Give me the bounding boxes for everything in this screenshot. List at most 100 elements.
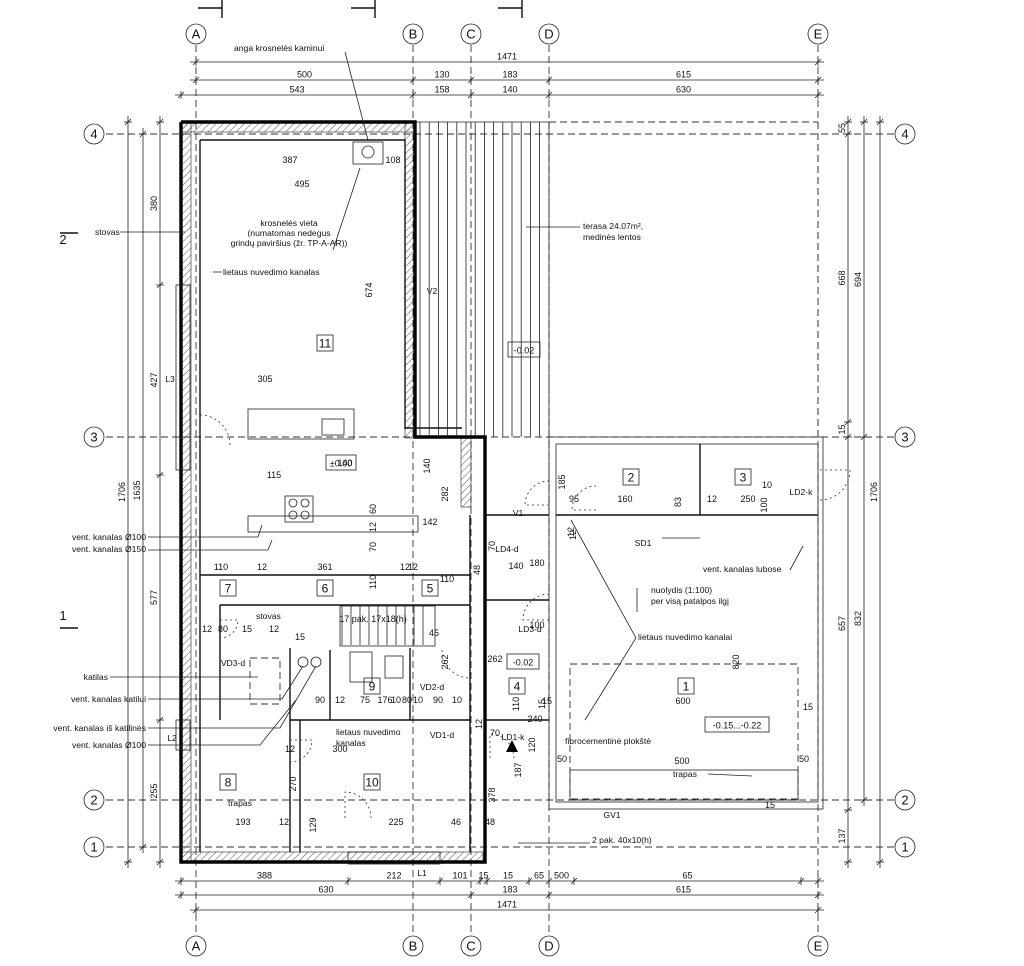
wall-east-mid-hatch (460, 436, 472, 508)
interior-dim: 15 (803, 702, 813, 712)
dim-right-outer-value: 1706 (869, 482, 879, 502)
vent-150-label: vent. kanalas Ø150 (72, 544, 146, 554)
dim-bottom-total-value: 1471 (497, 900, 517, 910)
dim-top-row2-value: 158 (434, 85, 449, 95)
interior-dim: 120 (527, 737, 537, 752)
interior-dim: 15 (295, 632, 305, 642)
dim-right-inner-value: 668 (837, 270, 847, 285)
axis-A-top-bubble (185, 23, 207, 45)
axis-4-right-label: 4 (901, 127, 908, 142)
stovas-1-label: stovas (95, 227, 120, 237)
dim-left-row-value: 380 (149, 196, 159, 211)
axis-3-right-bubble (894, 426, 916, 448)
rain-channel-2-leader (584, 637, 637, 721)
trapas-2-leader (707, 773, 753, 777)
dim-bottom-row2-value: 630 (318, 885, 333, 895)
vent-duct (310, 656, 322, 668)
interior-dim: 50 (557, 754, 567, 764)
east-block-outer (548, 436, 824, 810)
kitchen-counter (247, 515, 419, 533)
interior-dim: 90 (315, 695, 325, 705)
chimney-circle (361, 145, 375, 159)
door-swing (219, 619, 239, 639)
level-value: ±0.00 (330, 459, 352, 469)
interior-dim: 110 (440, 574, 454, 584)
trapas-2-label: trapas (673, 769, 697, 779)
vent-ceiling-leader (789, 545, 804, 571)
interior-dim: 12 (566, 527, 576, 537)
axis-C-top-label: C (466, 27, 475, 42)
room-tag-box (421, 579, 439, 597)
hob-burner (288, 510, 298, 520)
interior-dim: 70 (487, 541, 497, 551)
interior-dim: 12 (707, 494, 717, 504)
interior-dim: 129 (308, 817, 318, 832)
room-number: 2 (628, 471, 635, 485)
stovas-2-label: stovas (256, 611, 281, 621)
interior-dim: 282 (440, 486, 450, 501)
room-number: 4 (514, 680, 521, 694)
room-tag-box (316, 579, 334, 597)
interior-dim: 110 (511, 697, 521, 711)
axis-2-right-label: 2 (901, 793, 908, 808)
v2-label: V2 (427, 286, 438, 296)
interior-dim: 140 (422, 458, 432, 473)
room-number: 1 (683, 680, 690, 694)
gv1-label: GV1 (603, 810, 620, 820)
rain-channel-1-label: lietaus nuvedimo kanalas (223, 267, 320, 277)
door-swing (199, 414, 231, 446)
boiler (249, 657, 281, 705)
dim-right-inner-value: 137 (837, 828, 847, 843)
interior-dim: 15 (765, 800, 775, 810)
interior-dim: 100 (759, 497, 769, 512)
axis-B-bottom-label: B (409, 939, 418, 954)
rain-channel-2-leader (570, 519, 637, 639)
door-swing (571, 485, 597, 511)
wc (349, 651, 373, 683)
ld1-label: LD1-k (502, 732, 526, 742)
axis-4-right-bubble (894, 123, 916, 145)
terrace-label: terasa 24.07m²,medinės lentos (583, 221, 643, 242)
interior-dim: 90 (433, 695, 443, 705)
interior-dim: 240 (527, 714, 542, 724)
hob (284, 495, 314, 523)
interior-dim: 110 (368, 575, 378, 589)
door-swing (489, 733, 515, 759)
hob-burner (288, 498, 298, 508)
dim-right-inner-value: 15 (837, 424, 847, 434)
window-l1 (347, 851, 441, 865)
vent-katilui-label: vent. kanalas katilui (71, 694, 146, 704)
interior-dim: 12 (285, 744, 295, 754)
interior-dim: 45 (429, 628, 439, 638)
sd1-label: SD1 (635, 538, 652, 548)
island-sink (321, 418, 345, 436)
room-number: 10 (365, 776, 379, 790)
axis-3-right-label: 3 (901, 430, 908, 445)
vd3-label: VD3-d (221, 658, 246, 668)
room-number: 7 (225, 582, 232, 596)
dim-left-outer-value: 1706 (117, 482, 127, 502)
interior-dim: 60 (368, 504, 378, 514)
window-l3 (175, 284, 191, 471)
room-tag-box (363, 677, 381, 695)
interior-dim: 140 (337, 458, 352, 468)
interior-dim: 180 (529, 558, 544, 568)
ld4-label: LD4-d (495, 544, 519, 554)
rain-channel-2-label: lietaus nuvedimo kanalai (638, 632, 732, 642)
trapas-1-label: trapas (228, 798, 252, 808)
interior-dim: 10 (762, 480, 772, 490)
axis-4-left-label: 4 (90, 127, 97, 142)
stove-leader (332, 167, 361, 251)
interior-dim: 250 (740, 494, 755, 504)
vent-150-leader (148, 539, 273, 551)
door-swing (524, 480, 550, 506)
axis-A-top-label: A (192, 27, 201, 42)
axis-C-bottom-label: C (466, 939, 475, 954)
interior-dim: 361 (317, 562, 332, 572)
interior-dim: 387 (282, 155, 297, 165)
axis-B-top-label: B (409, 27, 418, 42)
chimney-label: anga krosnelės kaminui (234, 43, 324, 53)
dim-top-row1-value: 500 (297, 70, 312, 80)
